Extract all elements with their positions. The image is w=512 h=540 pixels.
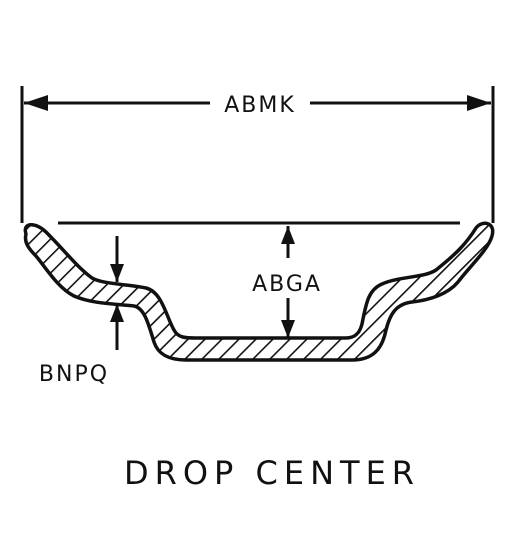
material-thickness-label: BNPQ — [39, 362, 109, 387]
diagram-title: DROP CENTER — [124, 454, 420, 492]
width-dimension: ABMK — [20, 86, 495, 223]
rim-cross-section — [23, 221, 495, 362]
left-arrowhead-icon — [24, 95, 48, 111]
depth-bottom-arrowhead-icon — [281, 320, 295, 338]
depth-top-arrowhead-icon — [281, 226, 295, 244]
drop-depth-label: ABGA — [252, 272, 322, 297]
thickness-dimension: BNPQ — [39, 236, 124, 387]
depth-dimension: ABGA — [252, 226, 322, 338]
thickness-bottom-arrowhead-icon — [110, 304, 124, 322]
thickness-top-arrowhead-icon — [110, 264, 124, 282]
right-arrowhead-icon — [467, 95, 491, 111]
overall-width-label: ABMK — [224, 93, 296, 118]
